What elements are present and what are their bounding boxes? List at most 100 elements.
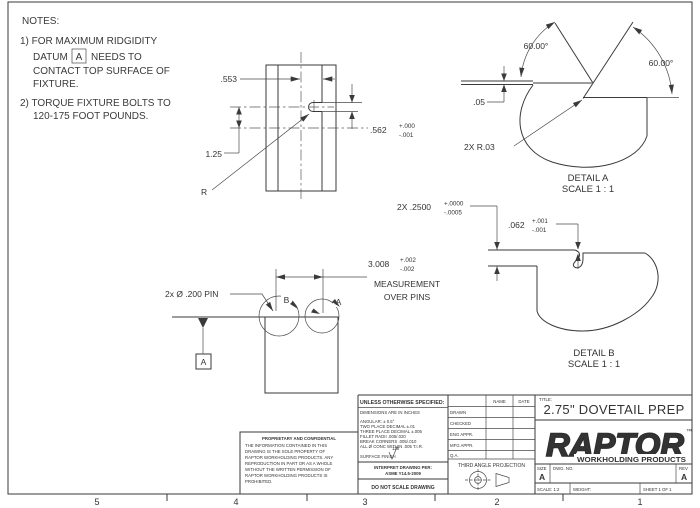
dim-062-tol-plus: +.001 [532,218,548,225]
approval-row-label: CHECKED [450,421,471,426]
note1-line1: 1) FOR MAXIMUM RIDGIDITY [20,36,158,47]
dims-in-inches: DIMENSIONS ARE IN INCHES [360,410,420,415]
dim-3008-note2: OVER PINS [384,292,431,302]
dim-125: 1.25 [205,149,222,159]
tolerance-line: TWO PLACE DECIMAL ±.01 [360,424,416,429]
detail-b-scale: SCALE 1 : 1 [568,359,620,370]
surface-finish-label: SURFACE FINISH [360,454,396,459]
detail-a-label: DETAIL A [568,173,609,184]
title-block: UNLESS OTHERWISE SPECIFIED: DIMENSIONS A… [357,394,692,494]
detail-b-callout-letter: B [284,295,290,305]
title-label: TITLE: [539,397,552,402]
tolerance-line: BREAK CORNERS .005/.010 [360,439,417,444]
proprietary-line: THE INFORMATION CONTAINED IN THIS [245,443,327,448]
datum-letter: A [201,357,207,367]
sheet-text: SHEET 1 OF 1 [643,487,672,492]
zone-label: 3 [362,497,367,507]
interpret-line2: ASME Y14.5-2009 [385,471,421,476]
proprietary-heading: PROPRIETARY AND CONFIDENTIAL [262,436,336,441]
dim-562-tol-plus: +.000 [399,123,415,130]
approval-row-label: Q.A. [450,453,459,458]
proprietary-line: DRAWING IS THE SOLE PROPERTY OF [245,449,325,454]
detail-a-callout-letter: A [336,297,342,307]
proprietary-line: PROHIBITED. [245,479,272,484]
raptor-logo: RAPTOR ™ WORKHOLDING PRODUCTS [545,426,692,464]
datum-box [195,353,212,370]
tolerance-line: FILLET RADII .005/.020 [360,434,406,439]
plan-view-outline [264,316,339,394]
note1-datum-suffix: NEEDS TO [91,52,142,63]
dwg-no-label: DWG. NO. [553,466,574,471]
dim-3008-note1: MEASUREMENT [374,279,440,289]
detail-b-label: DETAIL B [573,348,614,359]
third-angle-projection-icon [465,469,510,491]
do-not-scale: DO NOT SCALE DRAWING [371,485,434,491]
tolerance-line: THREE PLACE DECIMAL ±.005 [360,429,423,434]
dim-062: .062 [508,220,525,230]
detail-b-callout-circle [258,295,300,337]
dim-3008-tol-plus: +.002 [400,257,416,264]
notes-heading: NOTES: [22,16,59,27]
note1-datum-prefix: DATUM [33,52,68,63]
detail-b-view: 2X .2500 +.0000 -.0005 .062 +.001 -.001 … [397,201,659,370]
note-datum-feature-box [71,48,87,64]
dim-553: .553 [220,74,237,84]
detail-a-view: 60.00° 60.00° .05 2X R.03 DETAIL A SCALE… [461,21,679,195]
approval-row-label: MFG APPR. [450,443,473,448]
front-view: .553 1.25 .562 +.000 -.001 R [201,52,415,199]
datum-triangle [198,318,208,328]
size-value: A [539,472,545,482]
surface-finish-icon [388,446,398,460]
dim-062-tol-minus: -.001 [532,227,547,234]
zone-label: 4 [233,497,238,507]
zone-label: 2 [494,497,499,507]
tolerance-line: ANGULAR: ± 0.5° [360,419,395,424]
zone-label: 1 [637,497,642,507]
projection-label: THIRD ANGLE PROJECTION [458,463,525,469]
dim-562: .562 [370,125,387,135]
detail-a-angle-right: 60.00° [649,58,674,68]
detail-a-scale: SCALE 1 : 1 [562,184,614,195]
dim-2500-tol-minus: -.0005 [444,210,462,217]
size-label: SIZE [537,466,547,471]
proprietary-line: REPRODUCTION IN PART OR AS A WHOLE [245,461,333,466]
scale-text: SCALE: 1:2 [537,487,560,492]
proprietary-line: RAPTOR WORKHOLDING PRODUCTS. ANY [245,455,333,460]
approval-row-label: DRAWN [450,410,466,415]
proprietary-line: RAPTOR WORKHOLDING PRODUCTS IS [245,473,328,478]
zone-label: 5 [94,497,99,507]
note2-line1: 2) TORQUE FIXTURE BOLTS TO [20,98,171,109]
drawing-title: 2.75" DOVETAIL PREP [543,402,684,417]
col-name: NAME [493,399,506,404]
dim-05: .05 [473,97,485,107]
rev-label: REV [679,466,688,471]
notes-block: NOTES: 1) FOR MAXIMUM RIDGIDITY DATUM A … [20,16,171,122]
raptor-logo-tm: ™ [686,428,692,435]
plan-view: B A 2x Ø .200 PIN 3.008 +.002 -.002 MEAS… [165,257,440,394]
note1-line3: CONTACT TOP SURFACE OF [33,66,170,77]
note2-line2: 120-175 FOOT POUNDS. [33,111,148,122]
weight-label: WEIGHT: [573,487,591,492]
surface-finish-value: 125 [392,446,400,451]
proprietary-block: PROPRIETARY AND CONFIDENTIAL THE INFORMA… [239,431,359,495]
approval-row-label: ENG APPR. [450,432,473,437]
interpret-line1: INTERPRET DRAWING PER: [374,465,432,470]
rev-value: A [681,472,687,482]
dim-562-tol-minus: -.001 [399,132,414,139]
col-date: DATE [518,399,529,404]
radius-ref-label: R [201,187,207,197]
note1-line4: FIXTURE. [33,79,79,90]
note-datum-letter: A [76,52,83,63]
dim-3008-tol-minus: -.002 [400,266,415,273]
detail-a-angle-left: 60.00° [524,41,549,51]
detail-a-callout-circle [304,298,340,334]
pin-callout-label: 2x Ø .200 PIN [165,289,218,299]
dim-2500: 2X .2500 [397,202,431,212]
dim-2500-tol-plus: +.0000 [444,201,464,208]
dim-r03: 2X R.03 [464,142,495,152]
raptor-logo-subtext: WORKHOLDING PRODUCTS [577,455,686,464]
tolerance-line: ALL Ø CONC WITHIN .005 T.I.R. [360,444,423,449]
unless-otherwise-heading: UNLESS OTHERWISE SPECIFIED: [360,400,445,406]
